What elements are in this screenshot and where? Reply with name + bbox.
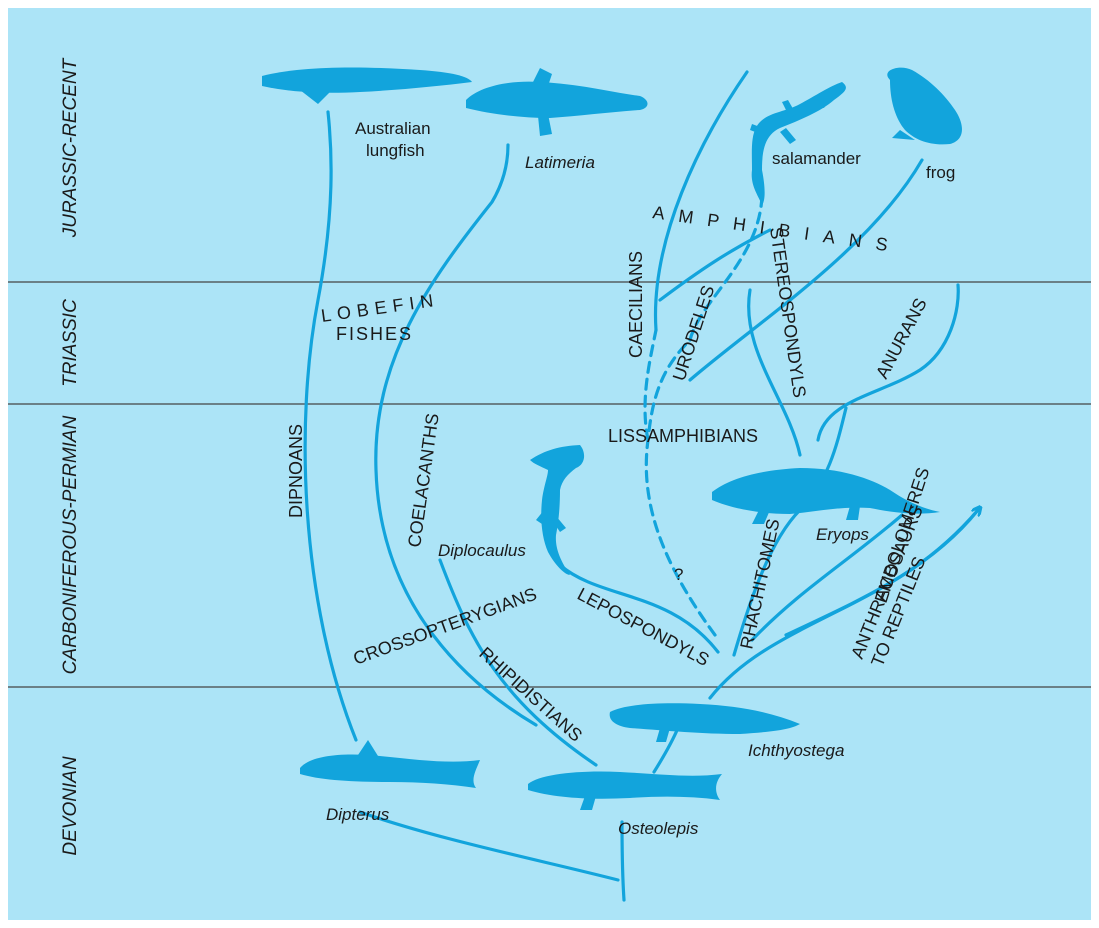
group-label-unknown: ? — [674, 565, 683, 584]
species-label-ichthyostega: Ichthyostega — [748, 741, 844, 760]
group-label-lissamphibians: LISSAMPHIBIANS — [608, 426, 758, 446]
species-label-salamander: salamander — [772, 149, 861, 168]
species-label-latimeria: Latimeria — [525, 153, 595, 172]
species-label-dipterus: Dipterus — [326, 805, 390, 824]
species-label-eryops: Eryops — [816, 525, 869, 544]
group-label-caecilians: CAECILIANS — [626, 251, 646, 358]
species-label-frog: frog — [926, 163, 955, 182]
species-label-osteolepis: Osteolepis — [618, 819, 699, 838]
species-label-australian: Australian — [355, 119, 431, 138]
period-triassic: TRIASSIC — [60, 299, 81, 387]
period-devonian: DEVONIAN — [60, 756, 81, 856]
group-label-fishes: FISHES — [336, 324, 413, 344]
period-carboniferous-permian: CARBONIFEROUS-PERMIAN — [60, 415, 81, 674]
period-jurassic-recent: JURASSIC-RECENT — [60, 57, 81, 238]
group-label-dipnoans: DIPNOANS — [286, 424, 306, 518]
species-label-diplocaulus: Diplocaulus — [438, 541, 526, 560]
species-label-lungfish: lungfish — [366, 141, 425, 160]
